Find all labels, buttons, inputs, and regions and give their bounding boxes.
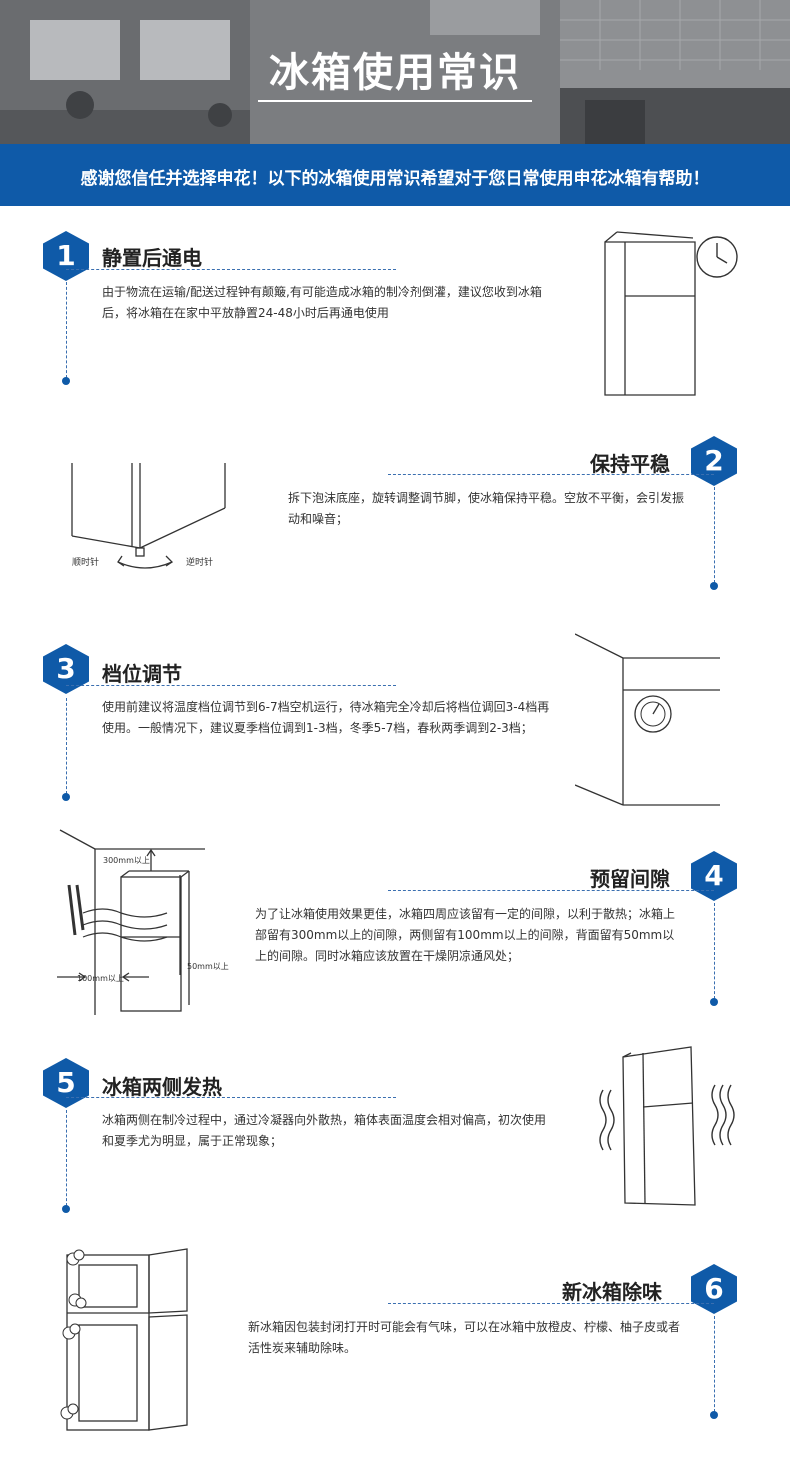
step-2-dot: [710, 582, 718, 590]
step-3-title: 档位调节: [102, 662, 182, 686]
step-2-number: 2: [704, 444, 724, 477]
fridge-dial-illustration: [575, 633, 720, 806]
step-5-desc: 冰箱两侧在制冷过程中，通过冷凝器向外散热，箱体表面温度会相对偏高，初次使用和夏季…: [102, 1113, 547, 1148]
leveling-feet-illustration: 顺时针 逆时针: [71, 463, 226, 569]
step-1-dot: [62, 377, 70, 385]
step-5-title: 冰箱两侧发热: [102, 1075, 222, 1099]
clockwise-label: 顺时针: [72, 556, 99, 568]
step-4-divider: [388, 890, 714, 891]
gap-side-label: 100mm以上: [77, 974, 124, 983]
lemon-icon: [60, 1249, 87, 1420]
title-underline: [258, 100, 532, 102]
gap-top-label: 300mm以上: [103, 856, 150, 865]
step-6-dot: [710, 1411, 718, 1419]
step-4-number: 4: [704, 859, 724, 892]
step-5-divider: [66, 1097, 396, 1098]
step-1-timeline: [66, 282, 67, 378]
step-3-timeline: [66, 698, 67, 794]
step-2-title: 保持平稳: [590, 452, 670, 476]
banner-text: 感谢您信任并选择申花！以下的冰箱使用常识希望对于您日常使用申花冰箱有帮助！: [80, 169, 710, 189]
step-1-divider: [66, 269, 396, 270]
step-2-badge: 2: [688, 435, 740, 487]
step-4-title: 预留间隙: [590, 867, 670, 891]
step-2-desc: 拆下泡沫底座，旋转调整调节脚，使冰箱保持平稳。空放不平衡，会引发振动和噪音；: [288, 491, 685, 526]
step-3-dot: [62, 793, 70, 801]
fridge-clock-illustration: [604, 231, 738, 396]
fridge-heat-illustration: [599, 1046, 735, 1206]
step-3-divider: [66, 685, 396, 686]
hero-banner: 冰箱使用常识: [0, 0, 790, 144]
step-4-dot: [710, 998, 718, 1006]
step-6-divider: [388, 1303, 714, 1304]
counterclockwise-label: 逆时针: [186, 556, 213, 568]
gap-back-label: 50mm以上: [187, 962, 229, 971]
step-4-desc: 为了让冰箱使用效果更佳，冰箱四周应该留有一定的间隙，以利于散热；冰箱上部留有30…: [255, 907, 676, 963]
step-2-divider: [388, 474, 714, 475]
step-5-dot: [62, 1205, 70, 1213]
step-5-badge: 5: [40, 1057, 92, 1109]
open-fridge-illustration: [60, 1248, 188, 1431]
clock-icon: [696, 236, 738, 278]
step-5-timeline: [66, 1110, 67, 1206]
step-6-title: 新冰箱除味: [562, 1280, 662, 1304]
step-6-desc: 新冰箱因包装封闭打开时可能会有气味，可以在冰箱中放橙皮、柠檬、柚子皮或者活性炭来…: [248, 1320, 681, 1355]
heat-wave-icon: [599, 1084, 735, 1151]
step-1-badge: 1: [40, 230, 92, 282]
step-1-desc: 由于物流在运输/配送过程钟有颠簸,有可能造成冰箱的制冷剂倒灌，建议您收到冰箱后，…: [102, 285, 542, 320]
clearance-illustration: 300mm以上 100mm以上 50mm以上: [57, 829, 229, 1015]
page-title: 冰箱使用常识: [269, 50, 521, 96]
kitchen-background: [0, 0, 790, 144]
step-3-desc: 使用前建议将温度档位调节到6-7档空机运行，待冰箱完全冷却后将档位调回3-4档再…: [102, 700, 550, 735]
intro-banner: 感谢您信任并选择申花！以下的冰箱使用常识希望对于您日常使用申花冰箱有帮助！: [0, 144, 790, 206]
dial-icon: [634, 695, 672, 733]
step-4-timeline: [714, 903, 715, 999]
step-6-badge: 6: [688, 1263, 740, 1315]
step-6-timeline: [714, 1316, 715, 1412]
step-3-badge: 3: [40, 643, 92, 695]
step-1-number: 1: [56, 239, 76, 272]
step-2-timeline: [714, 487, 715, 583]
step-4-badge: 4: [688, 850, 740, 902]
step-3-number: 3: [56, 652, 76, 685]
step-5-number: 5: [56, 1066, 76, 1099]
step-6-number: 6: [704, 1272, 724, 1305]
step-1-title: 静置后通电: [102, 246, 202, 270]
